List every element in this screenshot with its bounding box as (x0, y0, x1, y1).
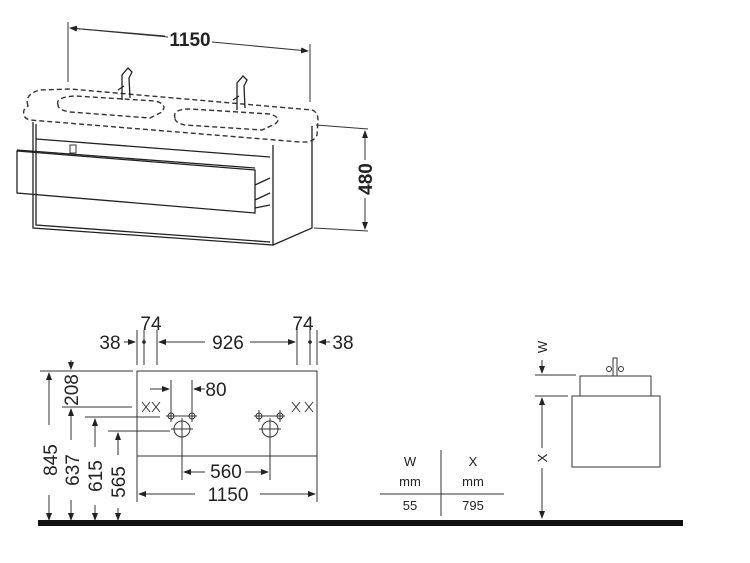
perspective-view: 1150 480 (16, 22, 377, 246)
washbasin-outline (22, 88, 319, 143)
dim-right-tap: 74 (292, 314, 314, 335)
side-view: W X (535, 340, 661, 519)
table-value-x: 795 (462, 498, 484, 513)
cabinet-side (571, 395, 661, 468)
faucet-icon (117, 67, 133, 100)
width-dimension-label: 1150 (169, 30, 210, 51)
dim-right-edge: 38 (332, 333, 353, 354)
dim-width: 1150 (208, 485, 249, 506)
dim-height-drain: 565 (109, 466, 130, 498)
floor-line (38, 520, 683, 526)
table-header-w: W (404, 454, 417, 469)
washbasin-top-plan (136, 370, 318, 457)
drawer-front (16, 150, 256, 214)
faucet-icon (606, 357, 624, 377)
dim-left-tap: 74 (140, 314, 162, 335)
dim-height-taps: 615 (86, 460, 107, 492)
dim-tap-spacing: 80 (205, 380, 226, 401)
table-unit-x: mm (462, 474, 484, 489)
washbasin-side (579, 375, 652, 397)
faucet-icon (232, 75, 248, 110)
front-view: 38 74 926 74 38 80 560 1150 (40, 314, 354, 521)
side-x-label: X (535, 453, 550, 462)
dim-height-top-holes: 637 (63, 454, 84, 486)
dim-center: 926 (212, 333, 244, 354)
table-unit-w: mm (399, 474, 421, 489)
table-value-w: 55 (403, 498, 417, 513)
dim-left-edge: 38 (99, 333, 120, 354)
dim-basin-spacing: 560 (210, 462, 242, 483)
height-dimension-label: 480 (356, 163, 377, 195)
dim-top-offset: 208 (62, 374, 83, 406)
dim-height-total: 845 (41, 444, 62, 476)
table-header-x: X (469, 454, 478, 469)
side-w-label: W (535, 340, 550, 353)
dimension-table: W X mm mm 55 795 (380, 450, 504, 516)
